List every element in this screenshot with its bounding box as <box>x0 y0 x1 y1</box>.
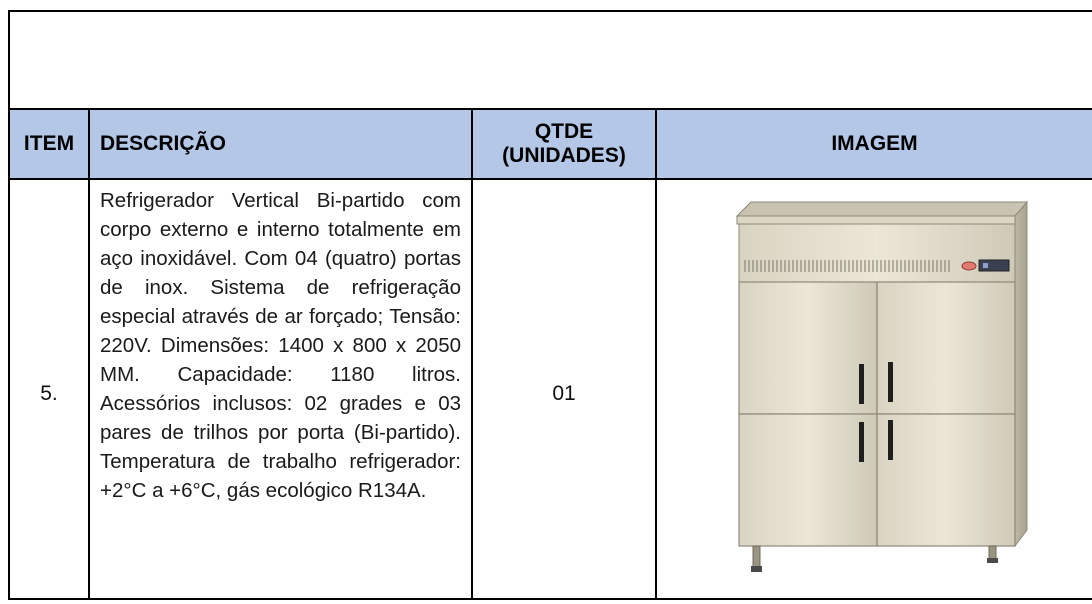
row-qtde-cell: 01 <box>473 180 657 598</box>
table-header-row: ITEM DESCRIÇÃO QTDE (UNIDADES) IMAGEM <box>10 108 1092 180</box>
row-item-cell: 5. <box>10 180 90 598</box>
table-top-blank-row <box>10 12 1092 108</box>
header-item-label: ITEM <box>23 131 75 155</box>
table-row: 5. Refrigerador Vertical Bi-partido com … <box>10 180 1092 598</box>
header-imagem: IMAGEM <box>657 110 1092 178</box>
header-item: ITEM <box>10 110 90 178</box>
row-imagem-cell <box>657 180 1092 598</box>
header-qtde-label-line2: (UNIDADES) <box>502 144 626 167</box>
header-qtde: QTDE (UNIDADES) <box>473 110 657 178</box>
header-descricao: DESCRIÇÃO <box>90 110 473 178</box>
row-item-number: 5. <box>40 382 58 405</box>
header-descricao-label: DESCRIÇÃO <box>100 131 227 155</box>
row-descricao-cell: Refrigerador Vertical Bi-partido com cor… <box>90 180 473 598</box>
refrigerator-image <box>735 200 1028 572</box>
header-imagem-label: IMAGEM <box>831 131 918 155</box>
row-qtde-value: 01 <box>552 382 576 405</box>
product-table: ITEM DESCRIÇÃO QTDE (UNIDADES) IMAGEM 5.… <box>8 10 1092 600</box>
row-descricao-text: Refrigerador Vertical Bi-partido com cor… <box>100 189 461 502</box>
header-qtde-label-line1: QTDE <box>534 119 594 143</box>
